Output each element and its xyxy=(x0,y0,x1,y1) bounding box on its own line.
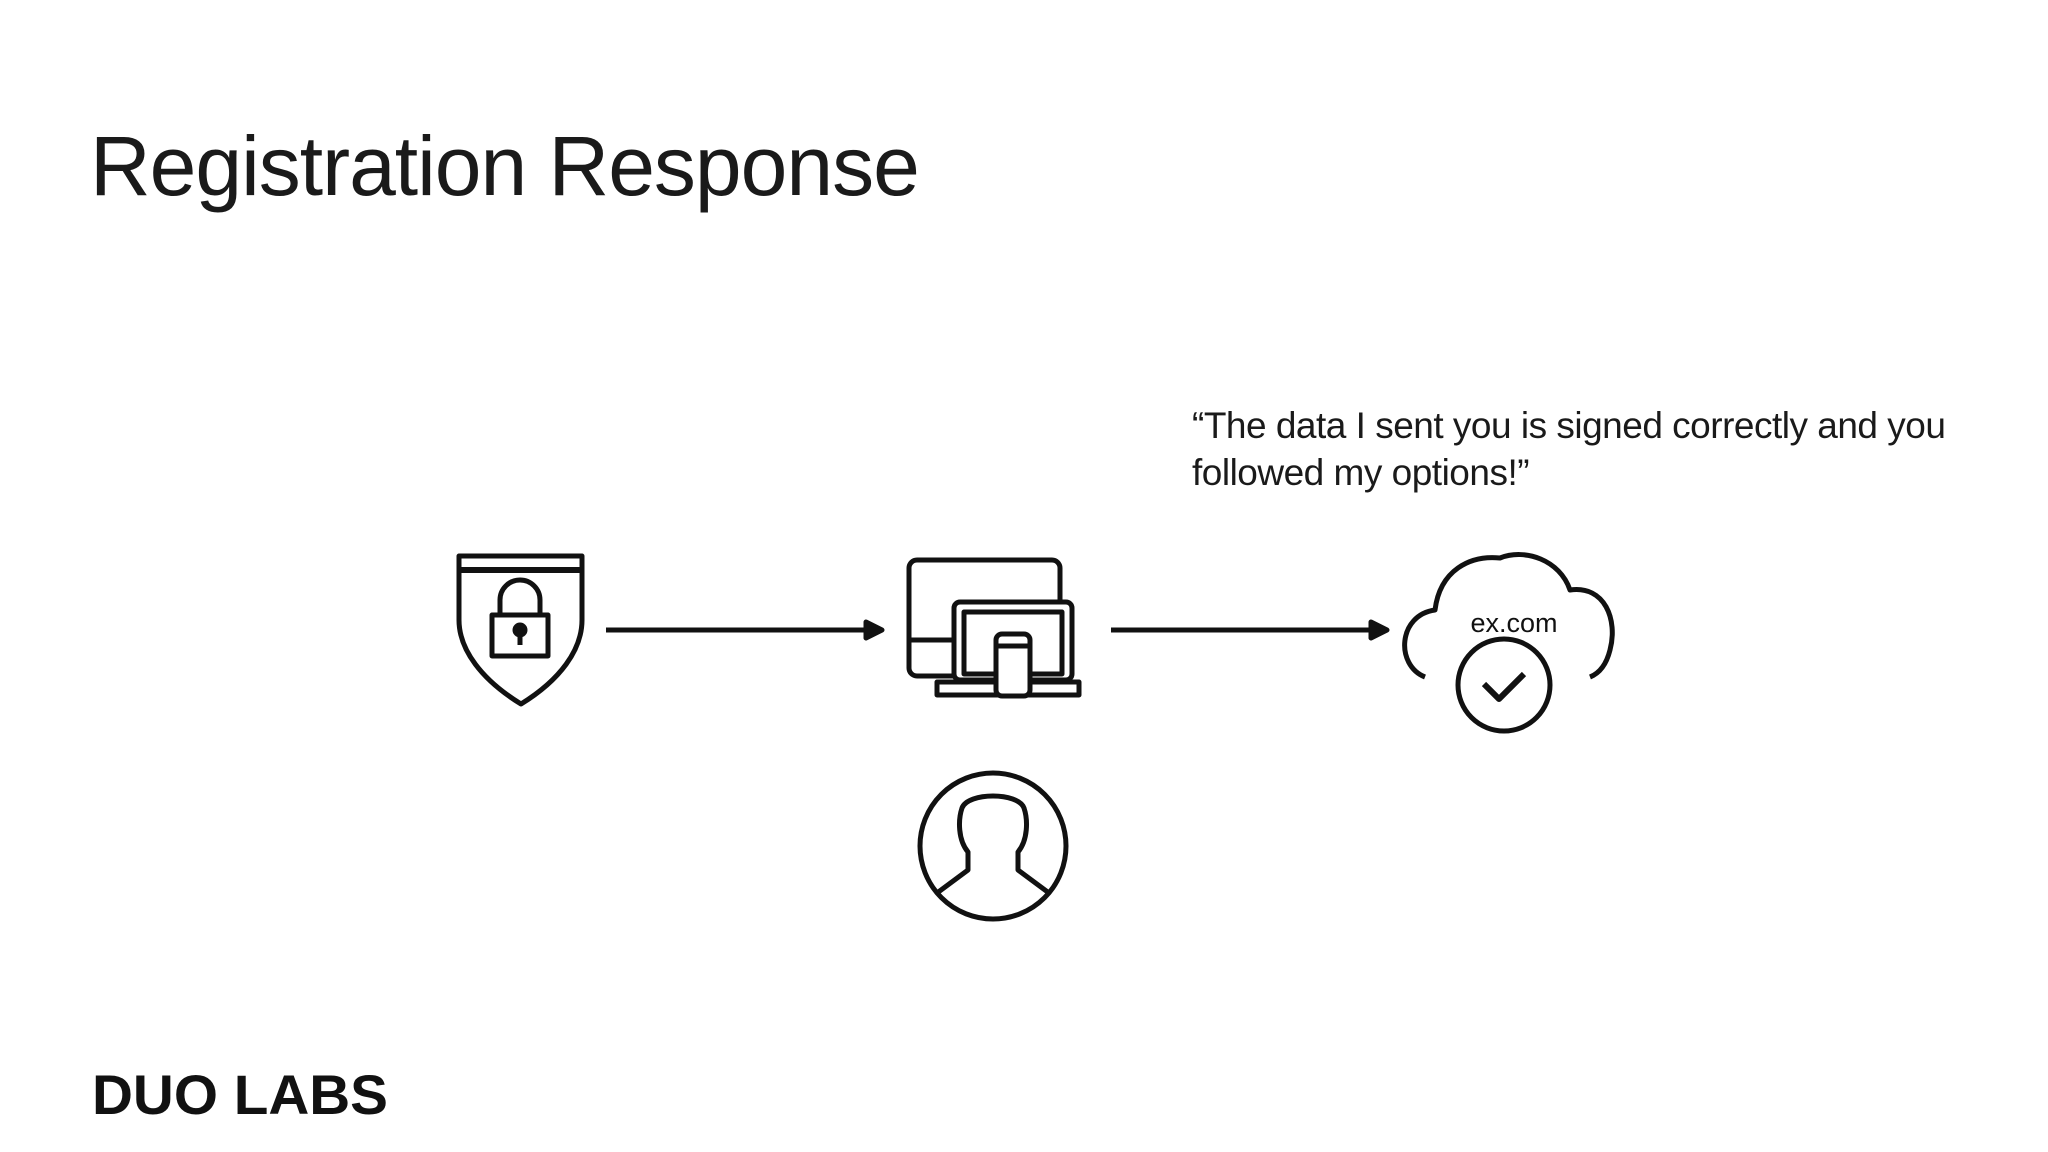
arrow-1 xyxy=(606,619,885,641)
quote-text: “The data I sent you is signed correctly… xyxy=(1192,402,2032,496)
cloud-check-icon: ex.com xyxy=(1402,552,1615,734)
logo-text: DUO LABS xyxy=(92,1066,388,1120)
user-icon xyxy=(917,770,1069,922)
quote-line-2: followed my options!” xyxy=(1192,452,1530,493)
slide-title: Registration Response xyxy=(90,119,920,213)
cloud-label: ex.com xyxy=(1470,608,1557,638)
devices-icon xyxy=(906,557,1082,699)
arrow-2 xyxy=(1111,619,1390,641)
duo-labs-logo: DUO LABS xyxy=(92,1066,388,1120)
shield-lock-icon xyxy=(456,553,585,707)
quote-line-1: “The data I sent you is signed correctly… xyxy=(1192,405,1946,446)
